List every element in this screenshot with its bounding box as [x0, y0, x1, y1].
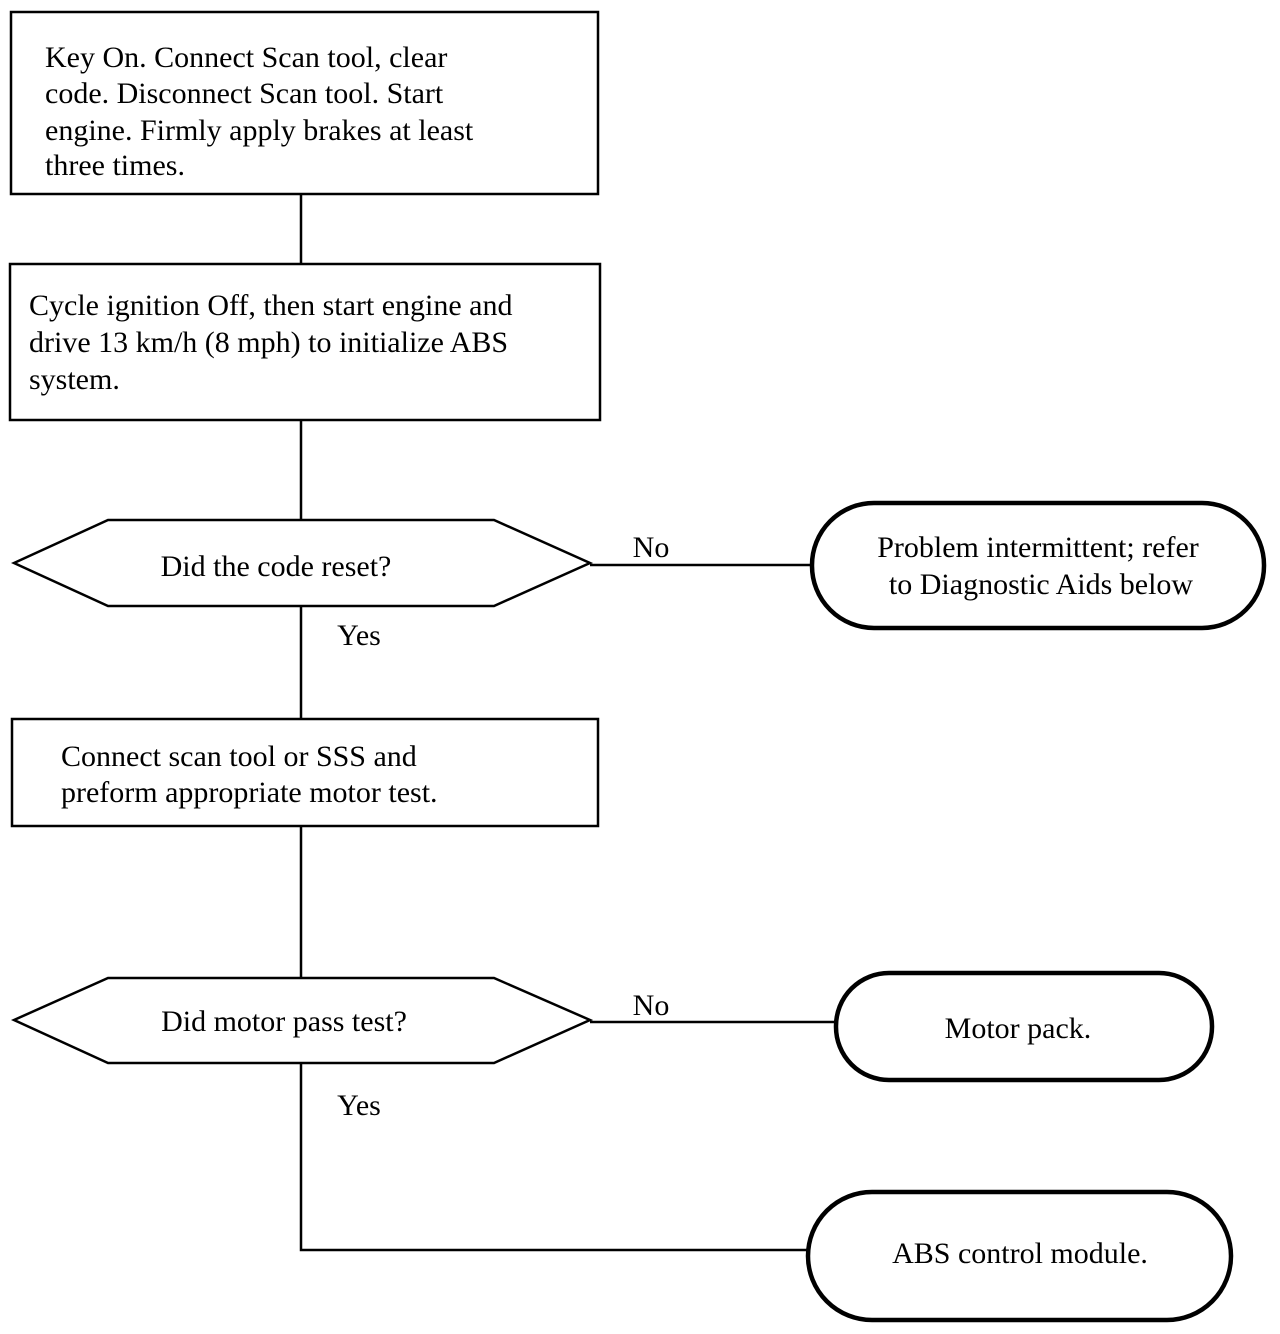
step-2-line-1: Cycle ignition Off, then start engine an…	[29, 289, 513, 322]
outcome-terminal-1: Problem intermittent; refer to Diagnosti…	[809, 500, 1267, 631]
step-1-line-4: three times.	[45, 149, 185, 182]
decision-1-yes-label: Yes	[337, 619, 381, 652]
decision-2-question: Did motor pass test?	[161, 1005, 407, 1038]
outcome-3-line-1: ABS control module.	[892, 1237, 1148, 1270]
outcome-2-line-1: Motor pack.	[945, 1012, 1092, 1045]
step-2-line-2: drive 13 km/h (8 mph) to initialize ABS	[29, 326, 508, 359]
decision-2-yes-label: Yes	[337, 1089, 381, 1122]
decision-diamond-1: Did the code reset?	[10, 518, 594, 608]
decision-diamond-2: Did motor pass test?	[10, 976, 594, 1065]
step-box-1: Key On. Connect Scan tool, clear code. D…	[9, 10, 600, 196]
step-1-line-3: engine. Firmly apply brakes at least	[45, 114, 474, 147]
connector-decision2-yes	[299, 1063, 808, 1252]
step-box-3: Connect scan tool or SSS and preform app…	[10, 717, 600, 828]
decision-1-no-label: No	[633, 531, 670, 564]
step-3-line-1: Connect scan tool or SSS and	[61, 740, 417, 773]
outcome-terminal-2: Motor pack.	[833, 970, 1215, 1083]
step-1-line-2: code. Disconnect Scan tool. Start	[45, 77, 444, 110]
decision-2-no-label: No	[633, 989, 670, 1022]
outcome-terminal-3: ABS control module.	[805, 1189, 1234, 1323]
step-2-line-3: system.	[29, 363, 120, 396]
decision-1-question: Did the code reset?	[161, 550, 392, 583]
outcome-1-line-1: Problem intermittent; refer	[877, 531, 1199, 564]
step-3-line-2: preform appropriate motor test.	[61, 776, 438, 809]
outcome-1-line-2: to Diagnostic Aids below	[889, 568, 1193, 601]
step-box-2: Cycle ignition Off, then start engine an…	[8, 262, 602, 422]
step-1-line-1: Key On. Connect Scan tool, clear	[45, 41, 447, 74]
